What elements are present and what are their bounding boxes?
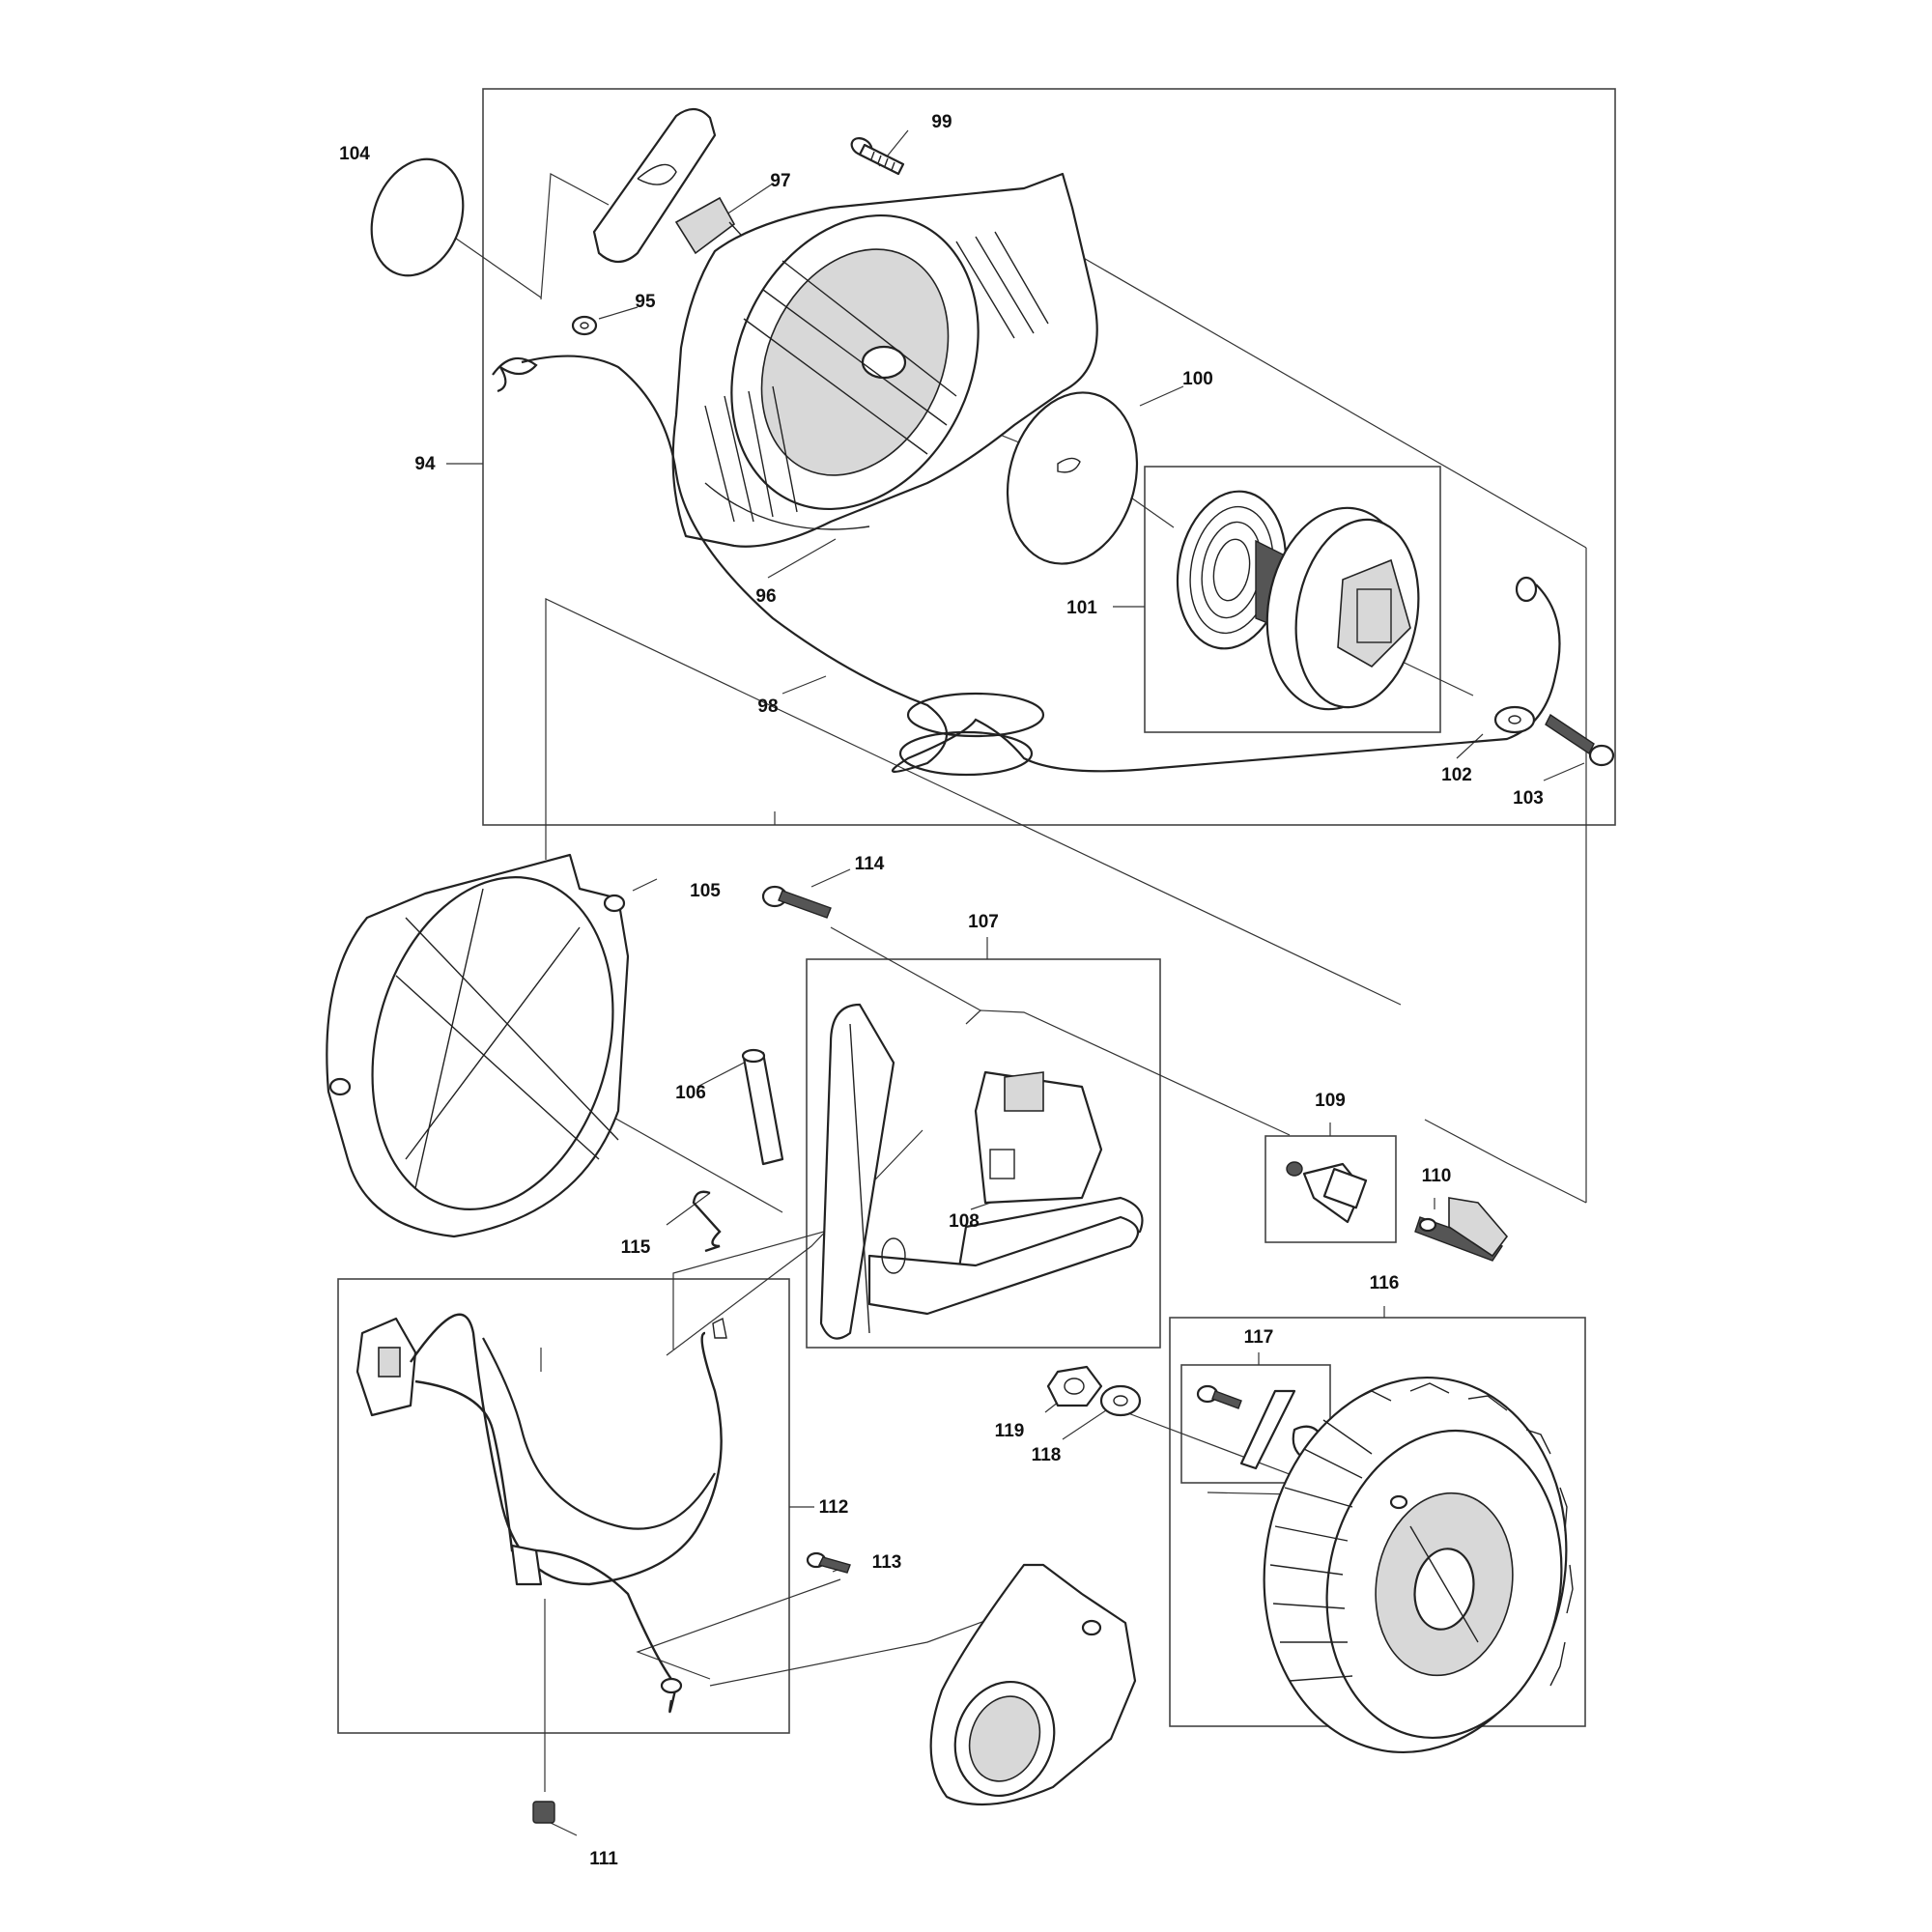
wire-harness-112 bbox=[355, 1313, 727, 1714]
label-103: 103 bbox=[1513, 788, 1544, 809]
washer-95 bbox=[571, 315, 598, 336]
spark-plug-110 bbox=[1414, 1197, 1509, 1262]
label-107: 107 bbox=[968, 912, 999, 932]
label-119: 119 bbox=[995, 1421, 1025, 1441]
label-110: 110 bbox=[1422, 1166, 1452, 1186]
label-108: 108 bbox=[949, 1211, 980, 1232]
screw-113 bbox=[806, 1551, 851, 1574]
fan-cover-105 bbox=[326, 853, 630, 1238]
label-101: 101 bbox=[1066, 598, 1097, 618]
washer-118 bbox=[1099, 1384, 1142, 1417]
label-118: 118 bbox=[1032, 1445, 1062, 1465]
washer-102 bbox=[1493, 705, 1536, 734]
spark-plug-cap-109 bbox=[1286, 1161, 1368, 1224]
label-97: 97 bbox=[770, 171, 790, 191]
screw-103 bbox=[1545, 713, 1615, 767]
label-102: 102 bbox=[1441, 765, 1472, 785]
label-105: 105 bbox=[690, 881, 721, 901]
label-114: 114 bbox=[855, 854, 885, 874]
nut-111 bbox=[532, 1801, 555, 1824]
group-box-94 bbox=[482, 88, 1616, 826]
plate-100 bbox=[1006, 391, 1139, 565]
group-box-101 bbox=[1144, 466, 1441, 733]
label-112: 112 bbox=[819, 1497, 849, 1518]
part-number-labels: 94 95 96 97 98 99 100 101 102 103 104 10… bbox=[339, 112, 1544, 1869]
cover-disc-104 bbox=[370, 157, 465, 277]
starter-rope-98 bbox=[492, 355, 1561, 777]
label-104: 104 bbox=[339, 144, 370, 164]
label-111: 111 bbox=[589, 1849, 618, 1869]
bolt-114 bbox=[761, 885, 832, 919]
pin-106 bbox=[741, 1048, 784, 1166]
starter-housing-94 bbox=[671, 172, 1098, 548]
label-100: 100 bbox=[1182, 369, 1213, 389]
screw-99 bbox=[850, 137, 905, 176]
label-94: 94 bbox=[414, 454, 436, 474]
label-116: 116 bbox=[1370, 1273, 1400, 1293]
clip-115 bbox=[692, 1190, 722, 1253]
group-box-107 bbox=[806, 958, 1161, 1349]
label-109: 109 bbox=[1315, 1091, 1346, 1111]
label-95: 95 bbox=[635, 292, 656, 312]
label-115: 115 bbox=[621, 1237, 651, 1258]
label-96: 96 bbox=[755, 586, 776, 607]
recoil-spring-101 bbox=[1176, 490, 1288, 650]
ignition-coil-107 bbox=[819, 1003, 1144, 1340]
flywheel-116 bbox=[1263, 1376, 1574, 1754]
label-113: 113 bbox=[872, 1552, 902, 1573]
crankcase-half bbox=[929, 1563, 1137, 1806]
label-98: 98 bbox=[757, 696, 778, 717]
label-117: 117 bbox=[1244, 1327, 1274, 1348]
nut-119 bbox=[1046, 1365, 1103, 1407]
rope-pulley bbox=[1265, 506, 1420, 711]
label-99: 99 bbox=[931, 112, 952, 132]
label-106: 106 bbox=[675, 1083, 706, 1103]
group-box-112 bbox=[337, 1278, 790, 1734]
starter-handle-97 bbox=[592, 107, 764, 264]
